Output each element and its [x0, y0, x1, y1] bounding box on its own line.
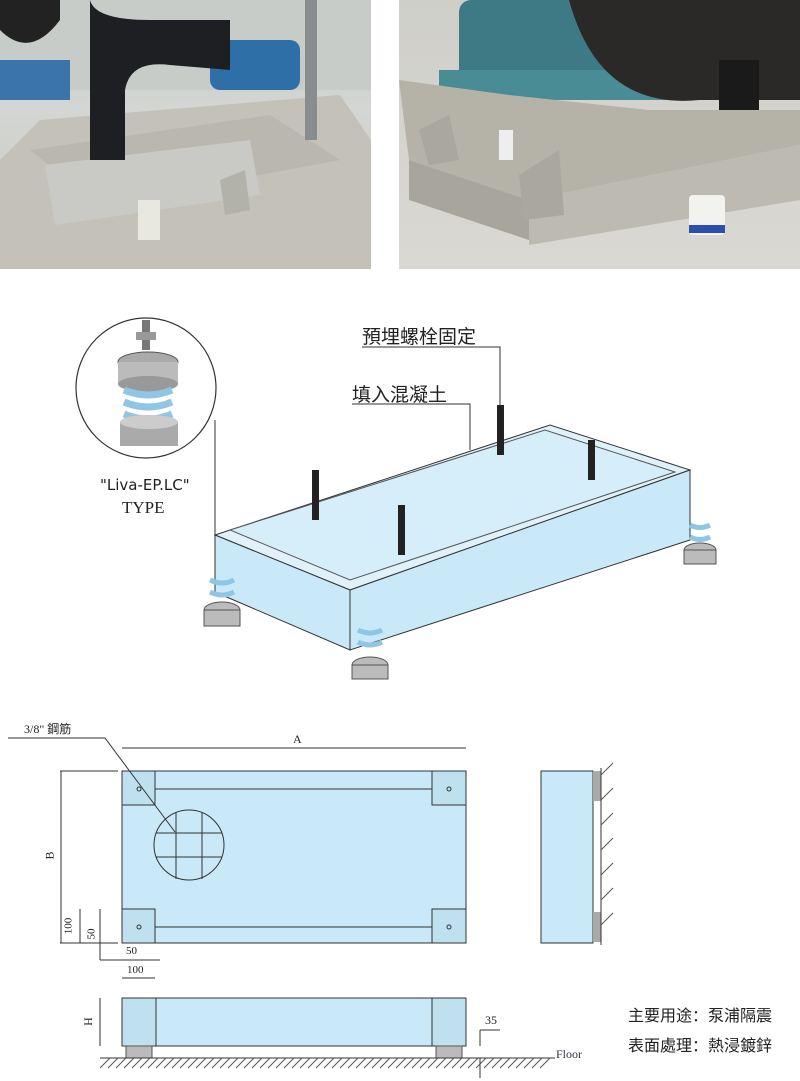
elevation-view — [99, 997, 555, 1078]
floor-hatch-line — [531, 1057, 543, 1069]
dimension-b: B — [42, 851, 57, 860]
dimension-100-horizontal: 100 — [127, 964, 144, 976]
dimension-50-vertical: 50 — [85, 928, 98, 940]
floor-hatch-line — [299, 1057, 311, 1069]
floor-hatch-line — [179, 1057, 191, 1069]
floor-hatch-line — [363, 1057, 375, 1069]
floor-hatch-line — [251, 1057, 263, 1069]
floor-hatch-line — [235, 1057, 247, 1069]
mount-type-label: TYPE — [122, 498, 165, 517]
floor-hatch-line — [499, 1057, 511, 1069]
dimension-50-horizontal: 50 — [126, 945, 137, 957]
floor-hatch-line — [443, 1057, 455, 1069]
floor-hatch-line — [515, 1057, 527, 1069]
floor-hatch-line — [219, 1057, 231, 1069]
floor-hatch-line — [475, 1057, 487, 1069]
floor-hatch-line — [379, 1057, 391, 1069]
floor-hatch-line — [187, 1057, 199, 1069]
floor-hatch-line — [355, 1057, 367, 1069]
floor-hatch-line — [171, 1057, 183, 1069]
floor-hatch-line — [307, 1057, 319, 1069]
floor-hatch-line — [107, 1057, 119, 1069]
floor-hatch-line — [539, 1057, 551, 1069]
plan-view — [8, 737, 467, 979]
floor-hatch-line — [315, 1057, 327, 1069]
floor-label: Floor — [556, 1047, 583, 1061]
pump-base-photo-right — [399, 0, 800, 269]
spring-mount-detail — [75, 317, 217, 459]
dimension-100-vertical: 100 — [62, 917, 75, 935]
floor-hatch-line — [155, 1057, 167, 1069]
floor-hatch-line — [507, 1057, 519, 1069]
floor-hatch-line — [339, 1057, 351, 1069]
spec-surface-finish: 表面處理：熱浸鍍鋅 — [628, 1038, 773, 1055]
spring-mounts — [203, 542, 717, 680]
spec-usage: 主要用途：泵浦隔震 — [628, 1008, 773, 1025]
floor-hatch-line — [163, 1057, 175, 1069]
floor-hatch-line — [115, 1057, 127, 1069]
floor-hatch-line — [427, 1057, 439, 1069]
floor-hatch-line — [411, 1057, 423, 1069]
floor-hatch-line — [459, 1057, 471, 1069]
dimension-35: 35 — [485, 1013, 497, 1027]
floor-hatch-line — [419, 1057, 431, 1069]
floor-hatch-line — [347, 1057, 359, 1069]
dimension-a: A — [293, 732, 302, 746]
floor-hatch-line — [323, 1057, 335, 1069]
pump-base-photo-left — [0, 0, 371, 269]
floor-hatch-line — [227, 1057, 239, 1069]
floor-hatch-line — [371, 1057, 383, 1069]
floor-hatch-line — [331, 1057, 343, 1069]
floor-hatch-line — [403, 1057, 415, 1069]
floor-hatch-line — [395, 1057, 407, 1069]
floor-hatch-line — [483, 1057, 495, 1069]
floor-hatch-line — [147, 1057, 159, 1069]
floor-hatch-line — [291, 1057, 303, 1069]
floor-hatch-line — [467, 1057, 479, 1069]
floor-hatch-line — [211, 1057, 223, 1069]
floor-hatch-line — [523, 1057, 535, 1069]
floor-hatch-line — [99, 1057, 111, 1069]
floor-hatch-line — [243, 1057, 255, 1069]
floor-hatch-line — [267, 1057, 279, 1069]
mount-model-label: "Liva-EP.LC" — [100, 476, 190, 494]
floor-hatch-line — [283, 1057, 295, 1069]
callout-embedded-bolt: 預埋螺栓固定 — [362, 327, 477, 348]
floor-hatch-line — [451, 1057, 463, 1069]
floor-hatch-line — [139, 1057, 151, 1069]
floor-hatch-line — [203, 1057, 215, 1069]
floor-hatch-line — [387, 1057, 399, 1069]
floor-hatch-line — [131, 1057, 143, 1069]
floor-hatch-line — [491, 1057, 503, 1069]
floor-hatch-line — [195, 1057, 207, 1069]
rebar-label: 3/8" 鋼筋 — [24, 722, 72, 736]
floor-hatch-line — [435, 1057, 447, 1069]
floor-hatch-line — [123, 1057, 135, 1069]
callout-fill-concrete: 填入混凝土 — [352, 385, 448, 406]
dimension-h: H — [80, 1017, 95, 1026]
floor-hatch-line — [275, 1057, 287, 1069]
floor-hatch-line — [259, 1057, 271, 1069]
side-view — [540, 762, 614, 945]
